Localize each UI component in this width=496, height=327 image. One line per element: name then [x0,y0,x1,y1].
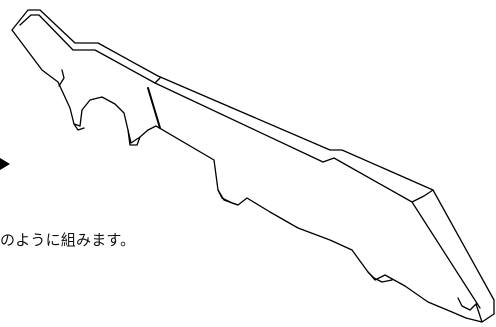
panel-fold-line [147,87,161,129]
panel-left-notch-detail [73,123,85,131]
instruction-caption: のように組みます。 [0,231,136,249]
panel-notch-b [367,271,393,283]
panel-bevel-end [411,189,434,203]
panel-thickness-edge [19,14,481,309]
panel-left-contour [11,29,157,144]
panel-small-slot [58,69,65,87]
panel-notch-c [457,297,483,323]
panel-notch-a [217,189,239,206]
panel-bottom-contour [155,125,495,323]
pointer-arrow-icon [0,158,10,170]
panel-top-edge [11,9,495,315]
panel-fold-line-upper [154,77,161,84]
panel-mid-notch-detail [127,129,141,146]
